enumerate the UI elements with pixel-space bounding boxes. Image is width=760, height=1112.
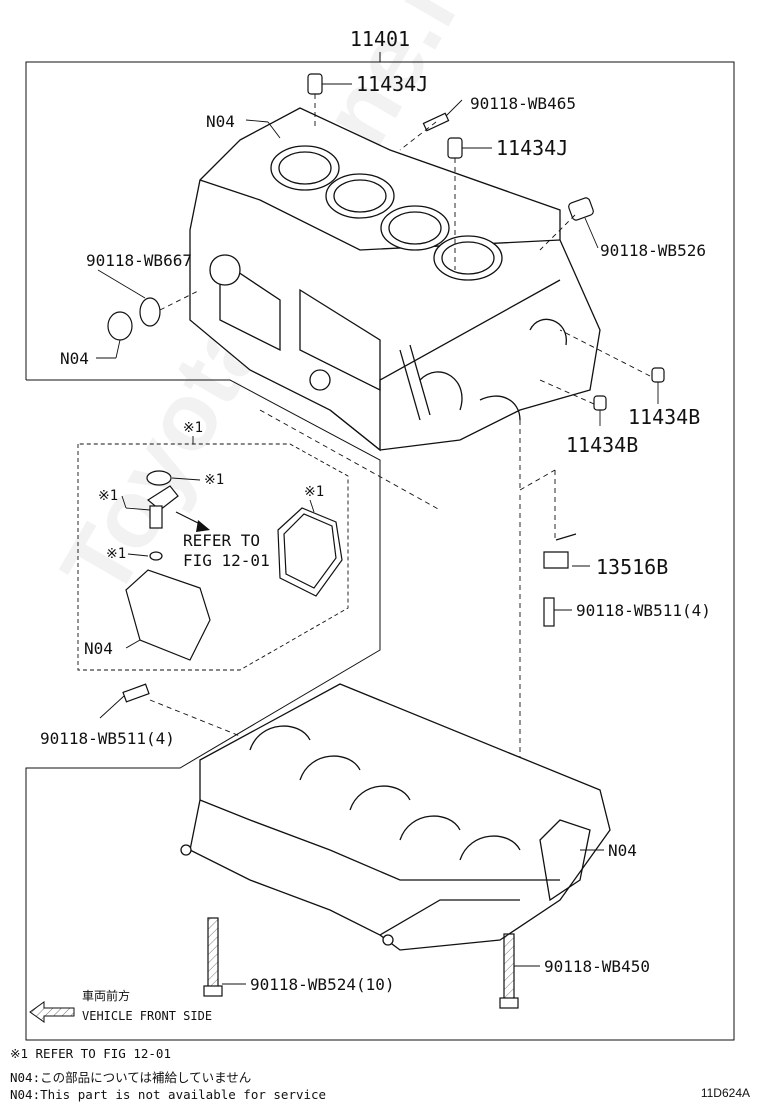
callout-plug-n04: N04 (60, 349, 89, 368)
callout-stud-top: 90118-WB465 (470, 94, 576, 113)
lower-crankcase (180, 683, 611, 951)
callout-cover-bolt: 90118-WB511(4) (40, 729, 175, 748)
callout-plug-bolt-left: 90118-WB667 (86, 251, 192, 270)
seal-icon (146, 470, 172, 486)
front-direction-indicator: 車両前方 VEHICLE FRONT SIDE (29, 988, 212, 1023)
callout-pin-right-1: 11434B (628, 405, 700, 429)
callout-long-bolt: 90118-WB524(10) (250, 975, 395, 994)
callout-plug-top-right: 11434J (496, 136, 568, 160)
plug-bolt-icon (107, 311, 133, 341)
inset-marker: ※1 (183, 420, 203, 436)
footnote-refer: ※1 REFER TO FIG 12-01 (10, 1046, 171, 1061)
pcv-valve-icon (149, 505, 163, 529)
gasket-mark: ※1 (304, 484, 324, 500)
bolt-head-icon (499, 997, 519, 1009)
footnote-jp: N04:この部品については補給していません (10, 1070, 252, 1085)
bolt-icon (543, 597, 555, 627)
callout-oil-jet: 13516B (596, 555, 668, 579)
arrow-icon (196, 520, 210, 532)
cylinder-block (189, 107, 601, 452)
oil-cover-icon (125, 569, 211, 661)
front-label-jp: 車両前方 (82, 988, 130, 1003)
oil-jet-icon (543, 533, 577, 569)
inset-box: ※1 ※1 ※1 ※1 ※1 REFER TO FIG 12-01 (77, 420, 349, 671)
dowel-pin-icon (593, 395, 607, 411)
callout-block-n04: N04 (206, 112, 235, 131)
elbow-mark: ※1 (98, 488, 118, 504)
long-bolt-icon (207, 917, 219, 989)
o-ring-icon (149, 551, 163, 561)
bolt-icon (122, 683, 150, 703)
figure-code: 11D624A (700, 1086, 750, 1100)
assembly-number: 11401 (350, 27, 410, 51)
gasket-icon (277, 507, 343, 597)
callout-oil-cover-n04: N04 (84, 639, 113, 658)
front-label-en: VEHICLE FRONT SIDE (82, 1009, 212, 1023)
o-ring-mark: ※1 (106, 546, 126, 562)
callout-jet-bolt: 90118-WB511(4) (576, 601, 711, 620)
refer-line-1: REFER TO (183, 531, 260, 550)
callout-nozzle-right: 90118-WB526 (600, 241, 706, 260)
plug-icon (447, 137, 463, 159)
callout-plug-top-left: 11434J (356, 72, 428, 96)
callout-pin-right-2: 11434B (566, 433, 638, 457)
callout-bolt-bottom-right: 90118-WB450 (544, 957, 650, 976)
refer-line-2: FIG 12-01 (183, 551, 270, 570)
footnote-en: N04:This part is not available for servi… (10, 1087, 327, 1102)
seal-mark: ※1 (204, 472, 224, 488)
bolt-icon (503, 933, 515, 1001)
nozzle-icon (568, 197, 594, 221)
gasket-ring-icon (139, 297, 161, 327)
callout-crankcase-n04: N04 (608, 841, 637, 860)
front-arrow-icon (29, 1001, 75, 1023)
bolt-head-icon (203, 985, 223, 997)
assembly-bracket (25, 61, 735, 1041)
dowel-pin-icon (651, 367, 665, 383)
plug-icon (307, 73, 323, 95)
